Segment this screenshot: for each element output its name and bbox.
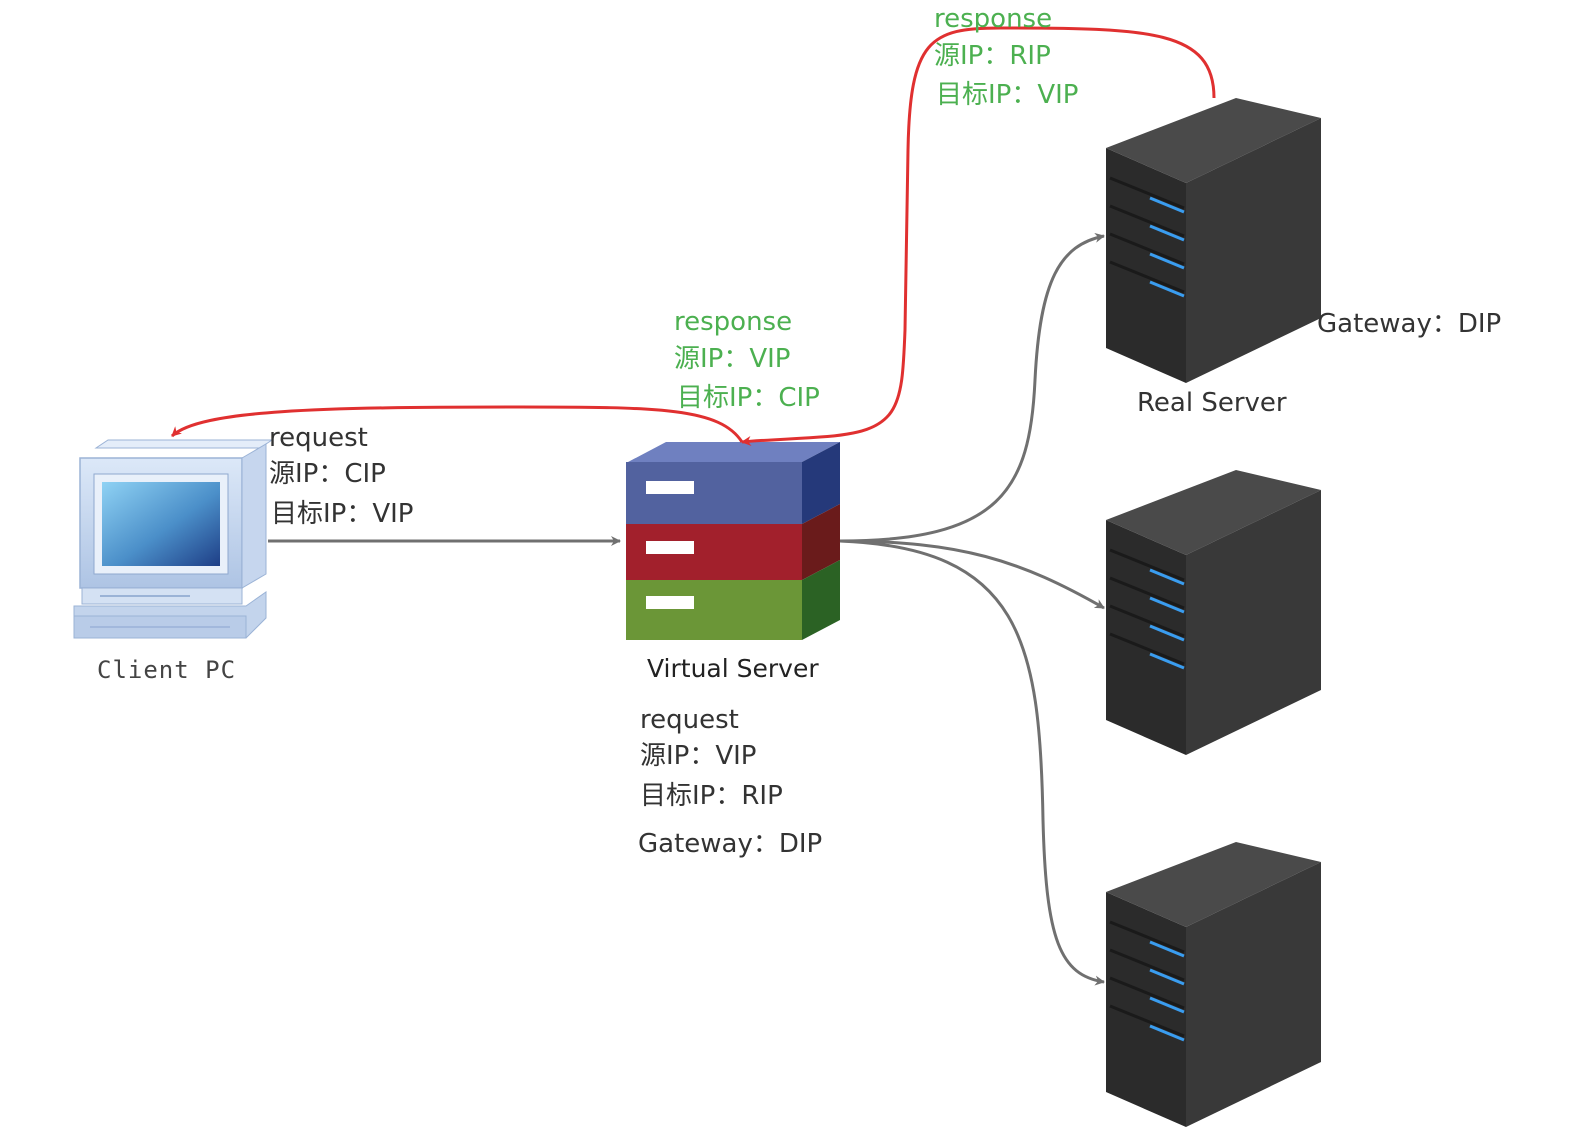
request-arrow-to-rs1: [839, 232, 1105, 543]
real-server-label: Real Server: [1137, 388, 1287, 418]
vs-response-src: 源IP：VIP: [674, 344, 791, 374]
vs-response-dst: 目标IP：CIP: [677, 383, 820, 413]
tower-server-icon: [1104, 468, 1323, 757]
vs-request-gateway: Gateway：DIP: [638, 829, 823, 859]
stacked-server-icon: [626, 442, 840, 640]
request-arrow-to-rs2: [839, 539, 1105, 610]
client-request-src: 源IP：CIP: [269, 459, 386, 489]
virtual-server-label: Virtual Server: [647, 654, 819, 683]
vs-request-dst: 目标IP：RIP: [640, 781, 783, 811]
response-arrow-rs-to-vs: [741, 26, 1216, 446]
vs-request-type: request: [640, 705, 739, 735]
tower-server-icon: [1104, 96, 1323, 385]
rs-response-type: response: [934, 4, 1053, 34]
client-request-dst: 目标IP：VIP: [271, 499, 414, 529]
vs-response-type: response: [674, 307, 793, 337]
client-request-type: request: [269, 423, 368, 453]
response-arrow-vs-to-client: [170, 405, 744, 443]
desktop-computer-icon: [73, 439, 274, 639]
rs-response-src: 源IP：RIP: [934, 41, 1051, 71]
vs-request-src: 源IP：VIP: [640, 741, 757, 771]
real-server-gateway: Gateway：DIP: [1317, 309, 1502, 339]
tower-server-icon: [1104, 840, 1323, 1129]
rs-response-dst: 目标IP：VIP: [936, 80, 1079, 110]
client-pc-label: Client PC: [97, 656, 237, 684]
request-arrow-to-rs3: [839, 539, 1105, 986]
